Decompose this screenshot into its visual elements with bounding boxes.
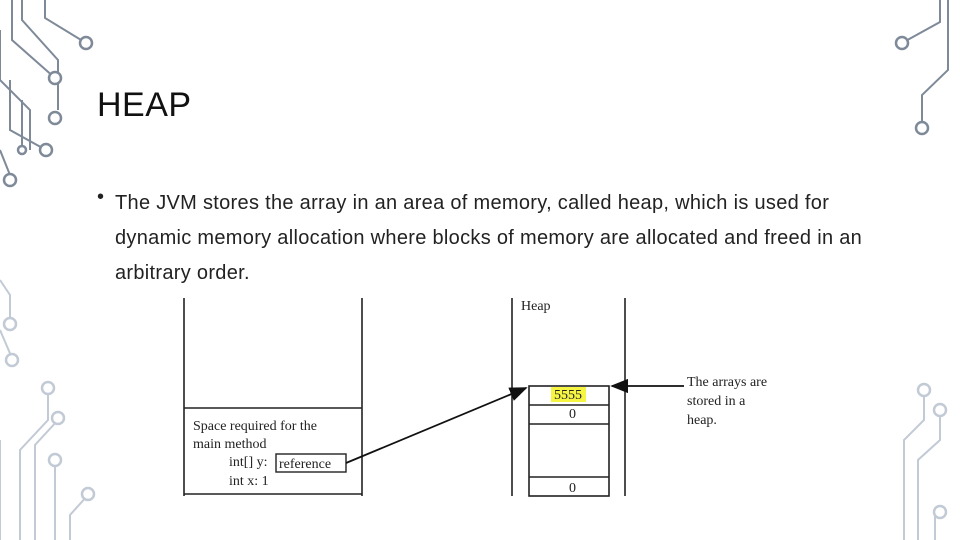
heap-region	[511, 298, 626, 497]
var-x-label: int x: 1	[229, 474, 269, 489]
callout-line2: stored in a	[687, 394, 746, 409]
address-highlight	[551, 387, 586, 402]
stack-space-label-line2: main method	[193, 437, 267, 452]
bullet-icon: •	[97, 186, 105, 208]
stack-space-label-line1: Space required for the	[193, 419, 317, 434]
heap-address: 5555	[554, 388, 582, 403]
reference-arrow	[345, 387, 528, 464]
bullet-text: The JVM stores the array in an area of m…	[115, 192, 863, 284]
callout-line3: heap.	[687, 413, 717, 428]
callout-line1: The arrays are	[687, 375, 767, 390]
var-y-value: reference	[279, 457, 331, 472]
heap-label: Heap	[521, 299, 551, 314]
heap-cell-last: 0	[569, 481, 576, 496]
heap-cell-first: 0	[569, 407, 576, 422]
stack-frame	[183, 298, 363, 496]
slide-title: HEAP	[97, 86, 192, 124]
var-y-label: int[] y:	[229, 455, 268, 470]
